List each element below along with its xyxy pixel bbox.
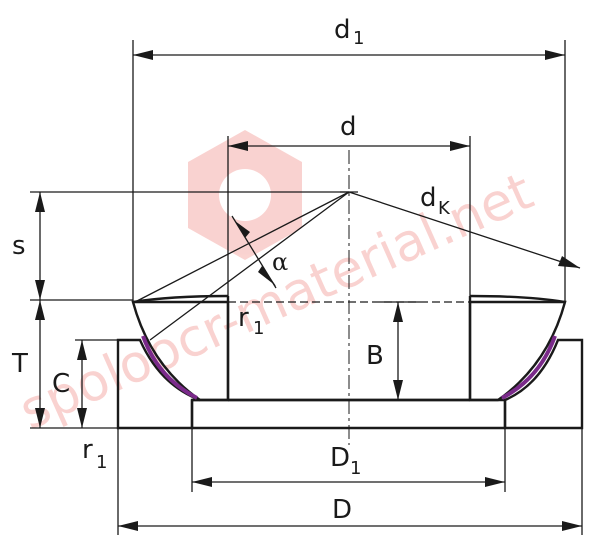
- dimension-D: D: [118, 495, 582, 531]
- contact-surface-right: [501, 335, 557, 400]
- shaft-washer-top-edge-left: [132, 294, 229, 304]
- label-T: T: [11, 349, 28, 379]
- alpha-line: [134, 191, 350, 303]
- label-d1-sub: 1: [353, 28, 364, 49]
- radius-r1-upper: r 1: [238, 303, 264, 339]
- contact-surface-left: [141, 335, 198, 400]
- dimension-d: d: [228, 112, 470, 151]
- dimension-T: T: [11, 300, 45, 428]
- label-d1: d: [334, 15, 351, 45]
- radius-r1-lower: r 1: [82, 435, 107, 473]
- label-dk: d: [420, 183, 437, 213]
- label-r1-upper-sub: 1: [253, 318, 264, 339]
- label-B: B: [366, 341, 384, 371]
- label-r1-lower: r: [82, 435, 93, 465]
- label-D1-sub: 1: [350, 458, 361, 479]
- dimension-s: s: [12, 192, 45, 300]
- watermark: spoloocr-material.net: [11, 130, 542, 442]
- extension-lines: [30, 40, 583, 535]
- dimension-C: C: [52, 340, 87, 428]
- angle-alpha: α: [231, 215, 288, 289]
- label-r1-upper: r: [238, 303, 249, 333]
- label-C: C: [52, 369, 70, 399]
- dimension-d1: d 1: [133, 15, 565, 60]
- label-D: D: [332, 495, 352, 525]
- dimension-B: B: [366, 302, 403, 400]
- radius-line-left: [149, 191, 350, 341]
- label-s: s: [12, 231, 26, 261]
- label-d: d: [340, 112, 357, 142]
- shaft-washer-top-edge-right: [469, 294, 566, 304]
- label-alpha: α: [272, 248, 288, 276]
- label-dk-sub: K: [438, 198, 451, 219]
- housing-washer-right-section: [503, 338, 584, 430]
- watermark-logo: [188, 130, 302, 260]
- label-D1: D: [330, 443, 350, 473]
- dimension-D1: D 1: [192, 443, 505, 487]
- radius-line-dk: [348, 191, 581, 269]
- dimension-dk: d K: [420, 183, 451, 219]
- label-r1-lower-sub: 1: [96, 452, 107, 473]
